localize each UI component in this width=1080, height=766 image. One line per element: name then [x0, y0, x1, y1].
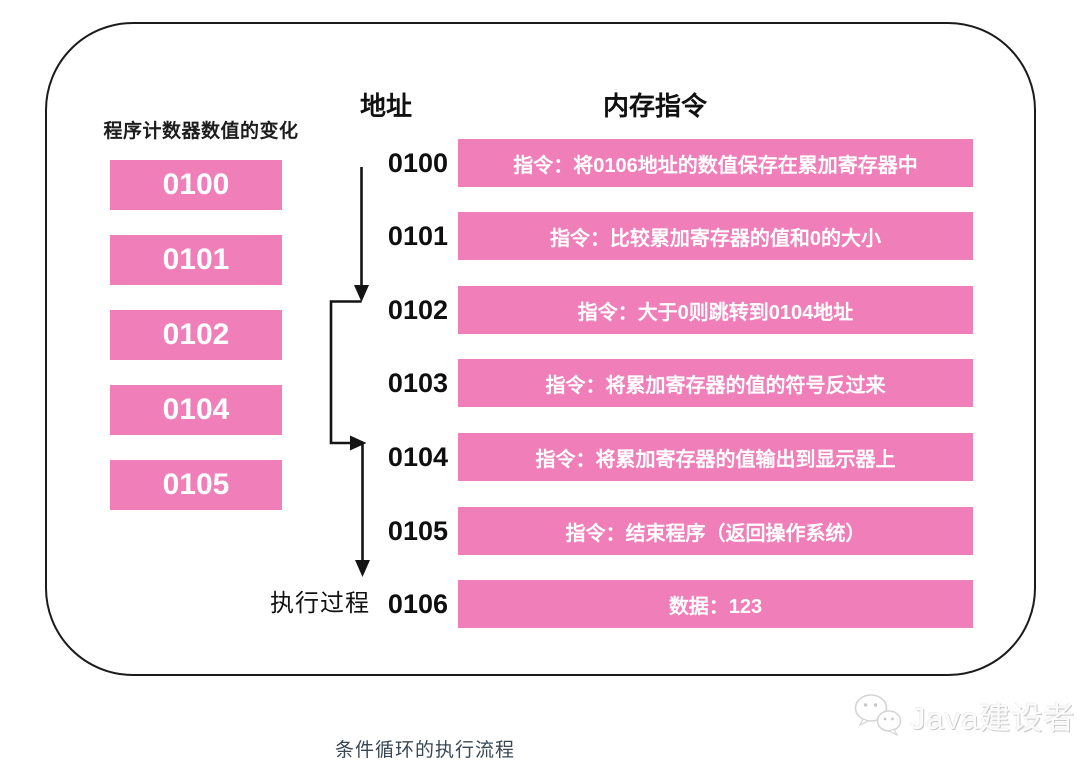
instruction-bar: 指令：将累加寄存器的值的符号反过来 — [458, 359, 973, 407]
instruction-bar: 指令：比较累加寄存器的值和0的大小 — [458, 212, 973, 260]
instruction-text: 指令：结束程序（返回操作系统） — [565, 522, 866, 545]
diagram-caption: 条件循环的执行流程 — [335, 740, 516, 761]
instruction-text: 指令：将0106地址的数值保存在累加寄存器中 — [513, 154, 918, 177]
instruction-text: 指令：大于0则跳转到0104地址 — [577, 301, 854, 324]
pc-value-box: 0105 — [110, 460, 282, 510]
instruction-text: 指令：将累加寄存器的值的符号反过来 — [545, 374, 886, 397]
instruction-bar: 指令：将0106地址的数值保存在累加寄存器中 — [458, 139, 973, 187]
address-label: 0105 — [387, 516, 448, 546]
instruction-text: 数据：123 — [668, 595, 763, 618]
pc-value-box: 0102 — [110, 310, 282, 360]
watermark: Java建设者 — [852, 690, 1075, 740]
pc-value-box: 0100 — [110, 160, 282, 210]
address-label: 0101 — [387, 221, 448, 251]
pc-value: 0100 — [162, 168, 230, 201]
execution-process-label: 执行过程 — [270, 590, 370, 617]
pc-column-title: 程序计数器数值的变化 — [103, 121, 299, 142]
address-column-header: 地址 — [360, 91, 413, 121]
address-label: 0103 — [387, 368, 448, 398]
instruction-bar: 指令：将累加寄存器的值输出到显示器上 — [458, 433, 973, 481]
pc-value-box: 0101 — [110, 235, 282, 285]
address-label: 0104 — [387, 442, 448, 472]
pc-value: 0101 — [162, 243, 230, 276]
wechat-icon — [854, 694, 902, 737]
instruction-bar: 指令：结束程序（返回操作系统） — [458, 507, 973, 555]
memory-column-header: 内存指令 — [603, 91, 708, 121]
address-label: 0106 — [387, 589, 448, 619]
pc-value: 0105 — [162, 468, 230, 501]
address-label: 0100 — [387, 148, 448, 178]
instruction-text: 指令：比较累加寄存器的值和0的大小 — [549, 227, 882, 250]
pc-value: 0102 — [162, 318, 230, 351]
watermark-text: Java建设者 — [910, 700, 1076, 736]
instruction-bar: 指令：大于0则跳转到0104地址 — [458, 286, 973, 334]
instruction-bar: 数据：123 — [458, 580, 973, 628]
instruction-text: 指令：将累加寄存器的值输出到显示器上 — [535, 448, 896, 471]
pc-value: 0104 — [162, 393, 230, 426]
address-label: 0102 — [387, 295, 448, 325]
pc-value-box: 0104 — [110, 385, 282, 435]
